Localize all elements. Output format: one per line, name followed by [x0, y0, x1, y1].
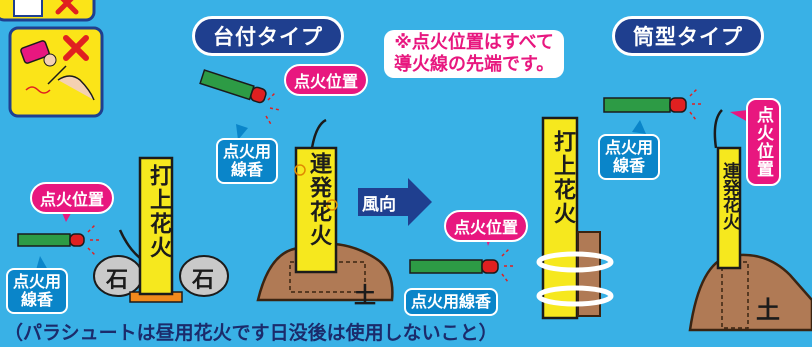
footer-caption: （パラシュートは昼用花火です日没後は使用しないこと） [4, 322, 498, 344]
ignition-note-line1: ※点火位置はすべて [394, 32, 554, 53]
label-ignition-point-vertical: 点火位置 [746, 98, 781, 186]
wind-arrow-icon [358, 178, 432, 226]
firework-tube-uchiage-2 [541, 116, 579, 320]
label-ignition-point-vertical-text: 点火位置 [753, 106, 773, 178]
soil-label-2: 土 [756, 296, 780, 324]
label-incense-3: 点火用線香 [404, 288, 499, 316]
text-renpatsu-2: 連発花火 [719, 162, 739, 230]
ignition-note: ※点火位置はすべて 導火線の先端です。 [384, 30, 565, 78]
stone-label-left: 石 [106, 268, 129, 293]
cross-icon [63, 35, 89, 61]
label-incense-2-line2: 線香 [231, 160, 264, 179]
label-incense-4-line1: 点火用 [605, 138, 654, 157]
wind-direction-label: 風向 [362, 195, 396, 215]
label-ignition-point-2: 点火位置 [284, 64, 369, 96]
heading-tube-type: 筒型タイプ [612, 16, 764, 56]
firework-tube-uchiage-1 [138, 156, 174, 296]
label-incense-1-line2: 線香 [21, 290, 54, 309]
incense-stick-1 [17, 233, 85, 247]
label-incense-2: 点火用 線香 [216, 138, 279, 184]
warning-panel-no-lighter [8, 26, 104, 118]
heading-stand-type: 台付タイプ [192, 16, 344, 56]
stone-label-right: 石 [192, 268, 215, 293]
label-ignition-point-3: 点火位置 [444, 210, 529, 242]
label-ignition-point-1: 点火位置 [30, 182, 115, 214]
label-incense-1-line1: 点火用 [13, 272, 62, 291]
incense-stick-2 [199, 69, 267, 104]
label-incense-1: 点火用 線香 [6, 268, 69, 314]
label-incense-4: 点火用 線香 [598, 134, 661, 180]
label-incense-2-line1: 点火用 [223, 142, 272, 161]
soil-mound-2 [688, 253, 812, 332]
text-uchiage-2: 打上花火 [550, 130, 575, 226]
stone-right [179, 255, 229, 297]
ignition-note-line2: 導火線の先端です。 [394, 54, 555, 75]
label-incense-4-line2: 線香 [613, 156, 646, 175]
text-uchiage-1: 打上花火 [146, 164, 171, 260]
soil-label-1: 土 [354, 284, 377, 309]
incense-stick-3 [409, 259, 499, 274]
firework-tube-renpatsu-2 [716, 146, 742, 270]
text-renpatsu-1: 連発花火 [306, 152, 331, 248]
incense-stick-4 [603, 97, 687, 113]
warning-panel-top [0, 0, 96, 22]
